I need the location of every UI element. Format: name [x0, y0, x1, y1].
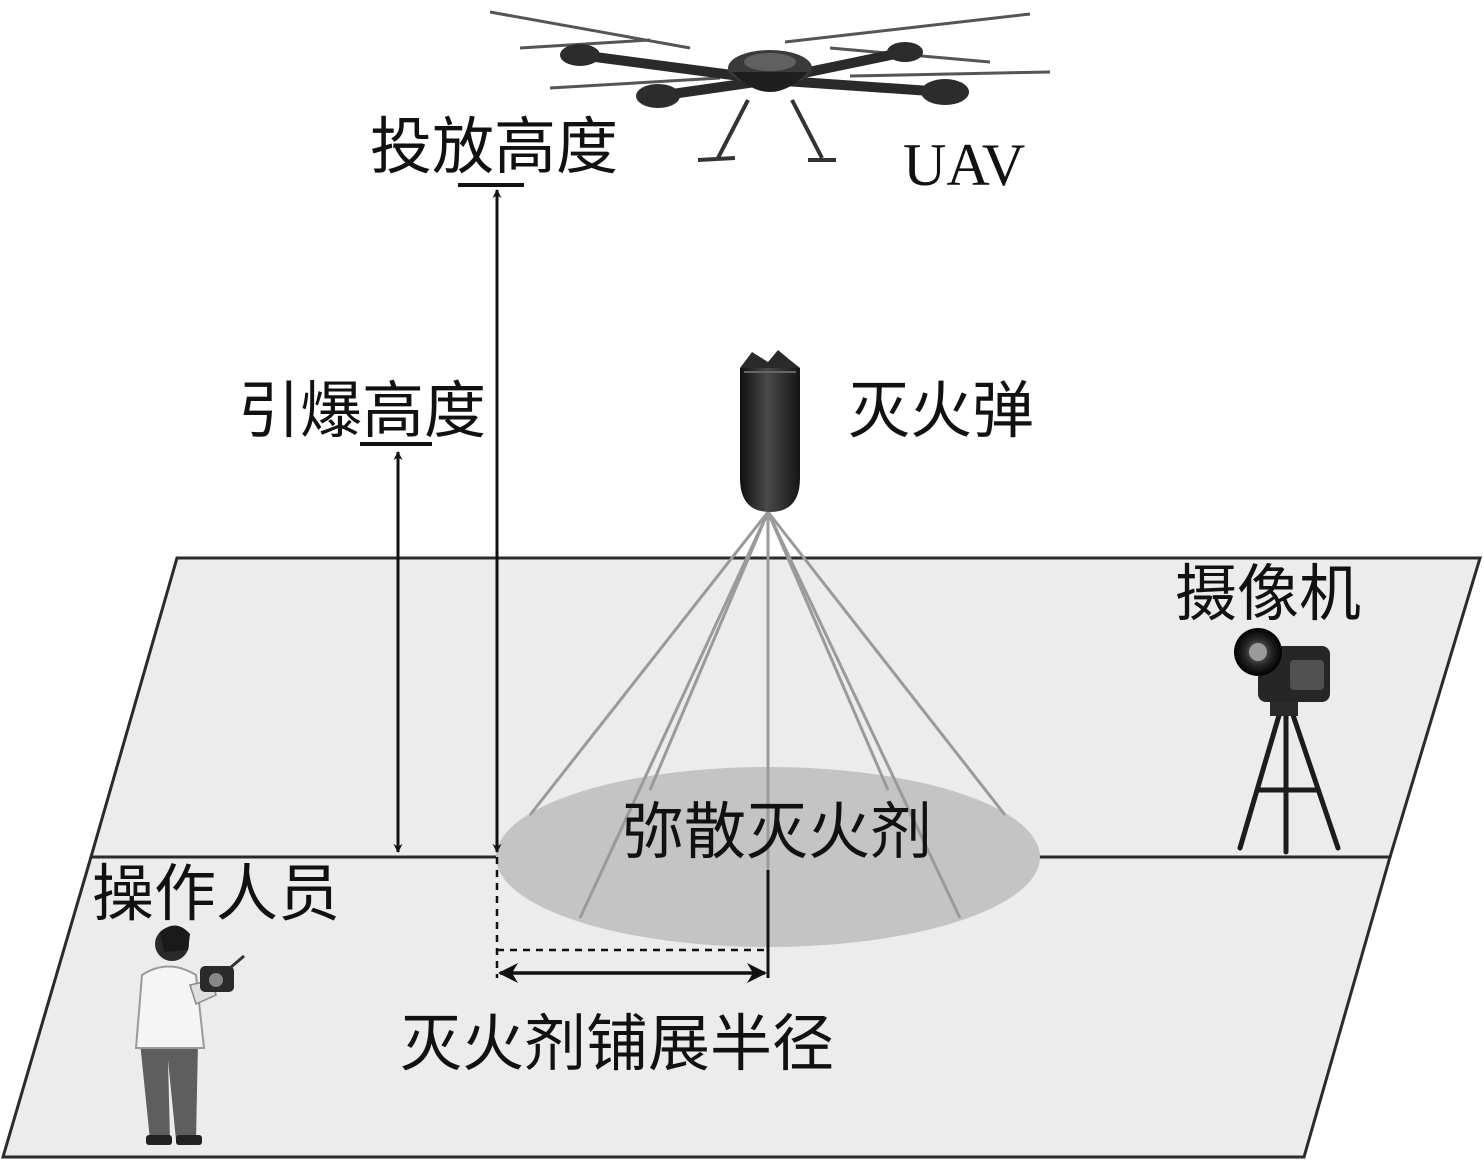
extinguishing-bomb-icon	[740, 350, 800, 512]
spread-radius-dimension	[495, 857, 770, 983]
quadcopter-drone-icon	[489, 10, 1051, 162]
spread-radius-label: 灭火剂铺展半径	[400, 1007, 834, 1080]
detonation-height-label: 引爆高度	[238, 374, 486, 447]
person-with-remote-controller-icon	[134, 925, 245, 1145]
dispersed-agent-label: 弥散灭火剂	[622, 795, 932, 868]
camera-label: 摄像机	[1175, 557, 1361, 630]
height-dimension-lines	[360, 183, 524, 853]
ground-planes	[0, 556, 1483, 1159]
uav-label: UAV	[903, 132, 1025, 198]
operator-label: 操作人员	[92, 857, 340, 930]
drop-height-label: 投放高度	[370, 110, 618, 183]
dispersion-lines	[528, 511, 1007, 932]
extinguishing-bomb-label: 灭火弹	[848, 374, 1034, 447]
video-camera-on-tripod-icon	[1234, 628, 1341, 855]
diagram-labels: 投放高度 UAV 引爆高度 灭火弹 摄像机 弥散灭火剂 操作人员 灭火剂铺展半径	[92, 110, 1361, 1080]
